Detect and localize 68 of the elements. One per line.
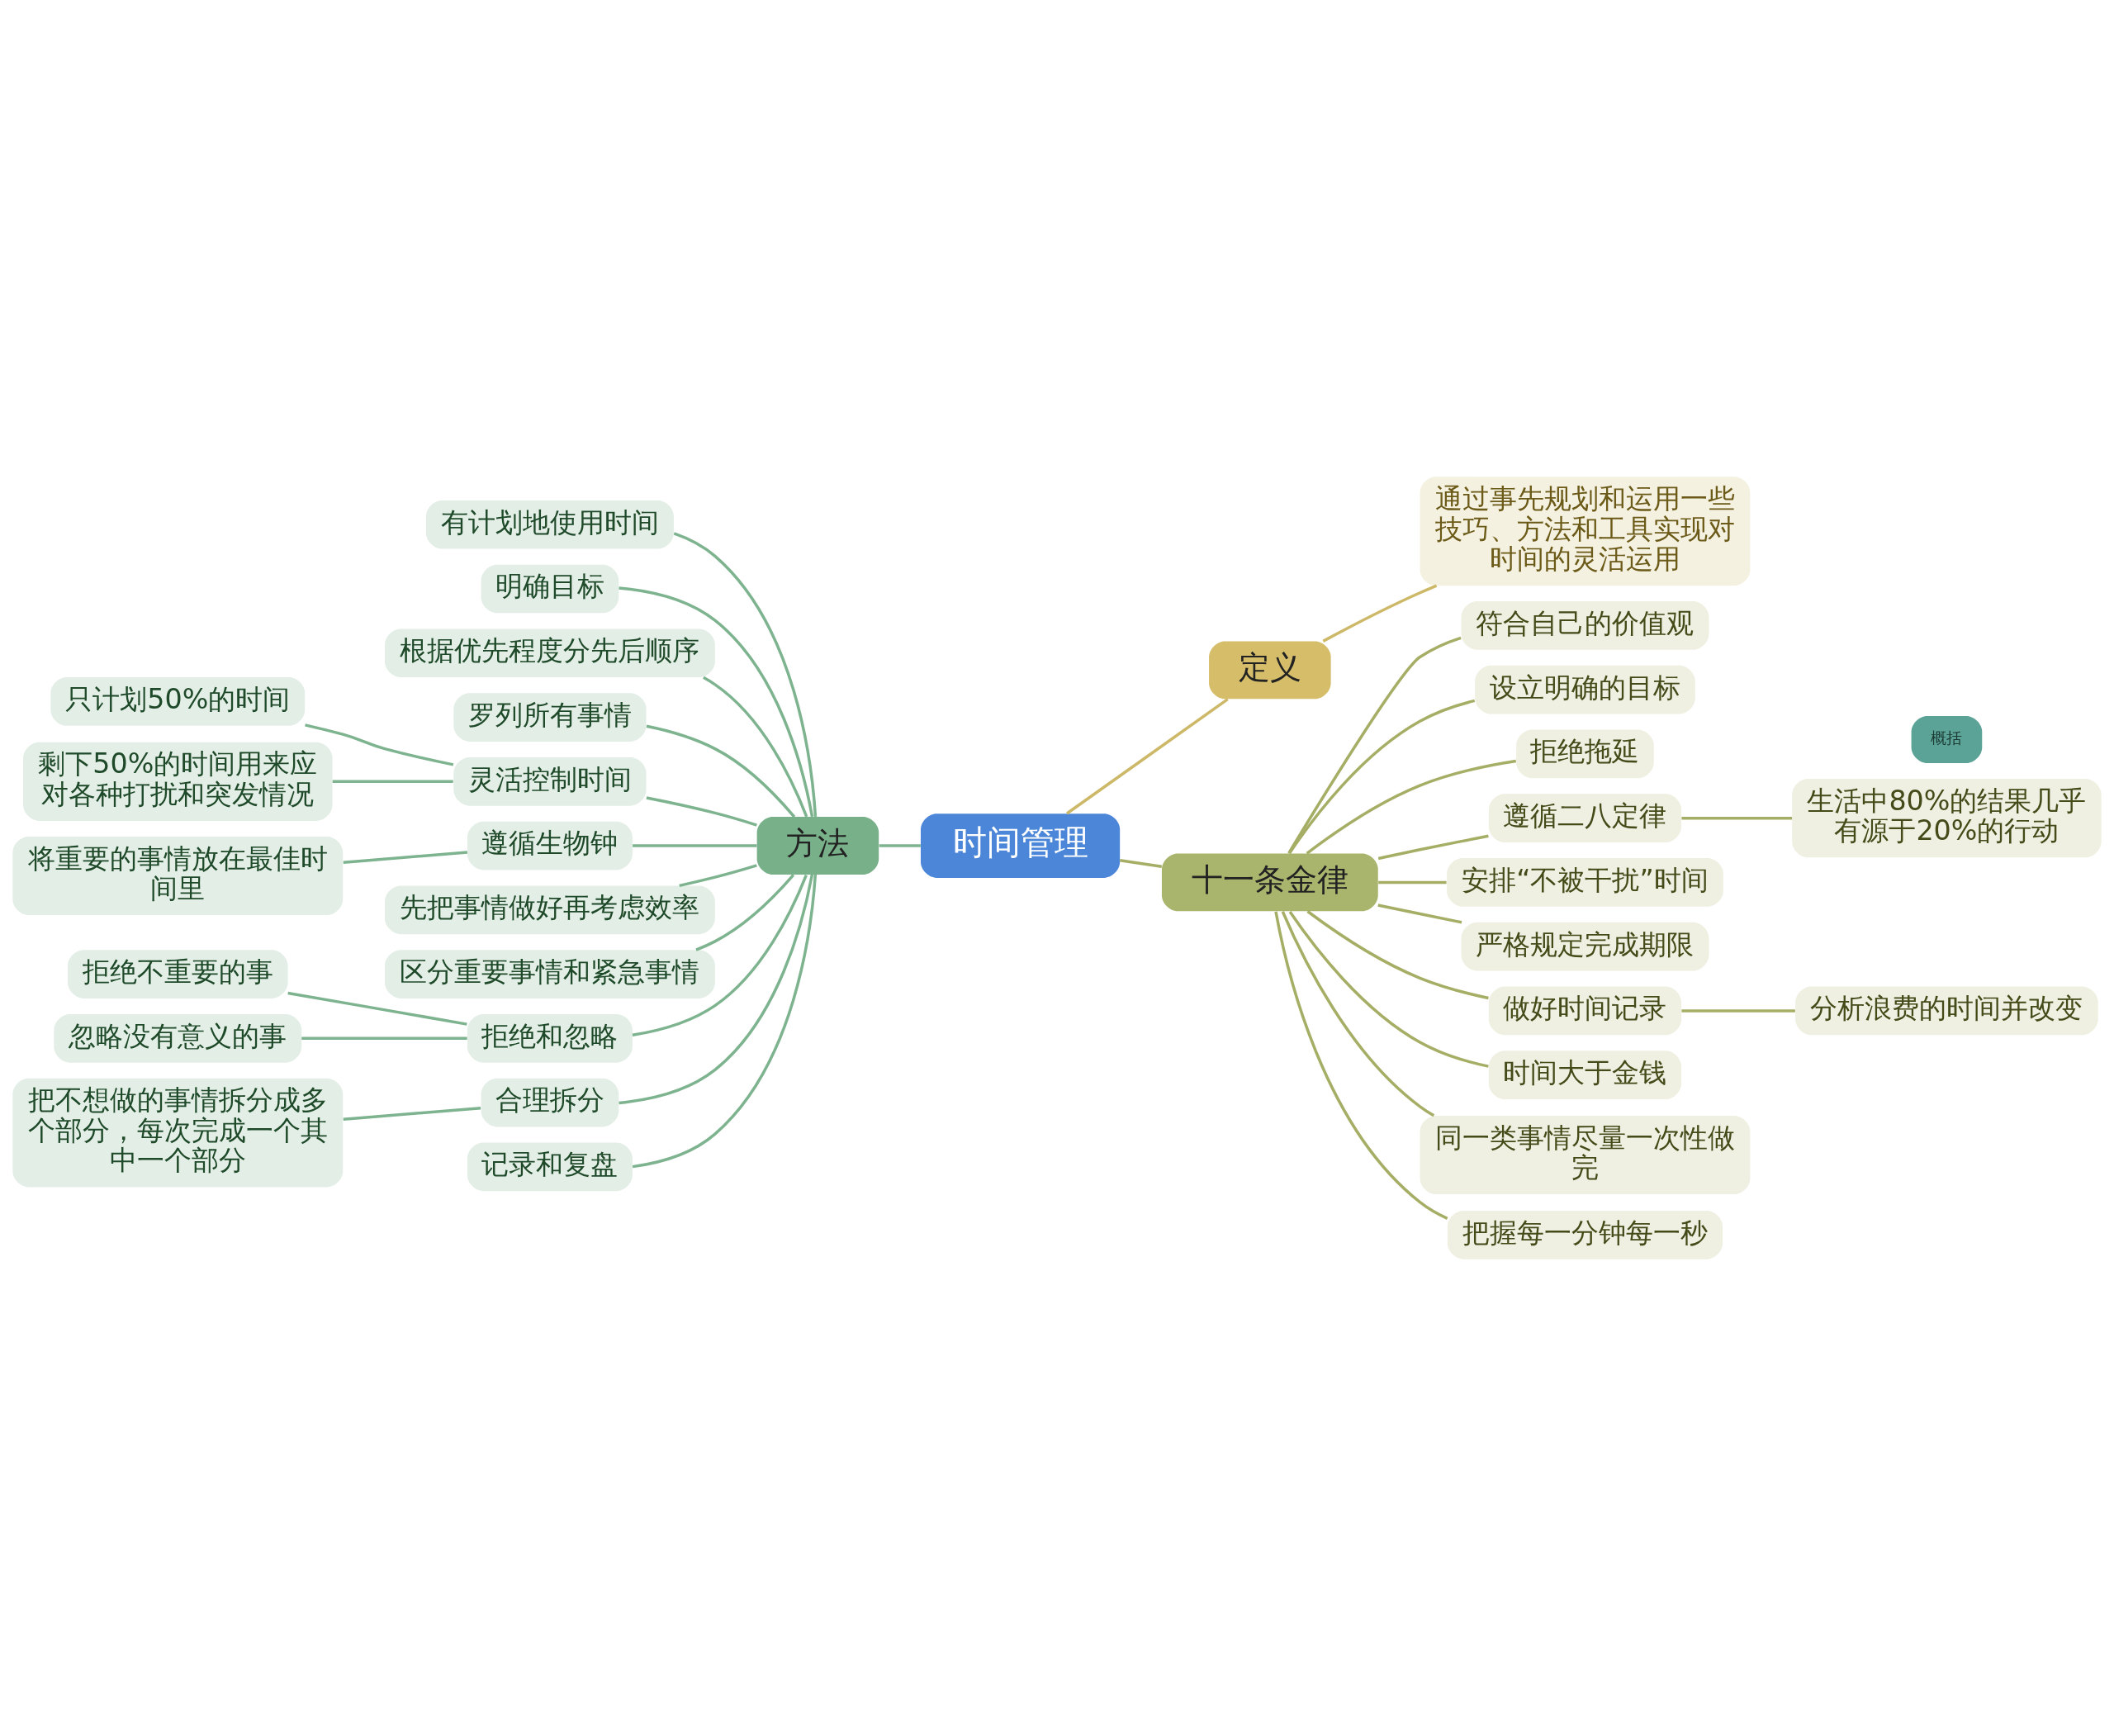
node-box: 概括 [1911,715,1983,764]
node-box: 根据优先程度分先后顺序 [385,628,715,678]
node-box: 罗列所有事情 [453,693,647,742]
node-box: 定义 [1209,641,1331,700]
connector [332,780,453,783]
connector [646,724,796,818]
node-box: 把不想做的事情拆分成多个部分，每次完成一个其中一个部分 [12,1078,344,1188]
node-box: 十一条金律 [1161,853,1378,912]
connector [619,874,814,1105]
node-box: 遵循二八定律 [1488,794,1682,843]
connector [1274,911,1448,1220]
connector [1287,636,1462,854]
node-box: 拒绝拖延 [1516,729,1654,779]
node-box: 符合自己的价值观 [1461,601,1709,650]
connector [1681,1009,1795,1013]
node-box: 时间大于金钱 [1488,1051,1682,1100]
node-box: 设立明确的目标 [1475,665,1695,714]
node-box: 把握每一分钟每一秒 [1447,1210,1723,1259]
node-box: 方法 [756,817,879,875]
connector [1377,904,1462,924]
node-box: 同一类事情尽量一次性做完 [1420,1115,1751,1195]
node-box: 明确目标 [481,564,619,614]
connector [695,874,795,951]
connector [343,851,468,865]
connector [1681,816,1793,820]
node-box: 拒绝不重要的事 [68,950,288,998]
node-box: 区分重要事情和紧急事情 [385,950,715,998]
connector [673,532,818,817]
connector [646,796,757,827]
node-box: 有计划地使用时间 [425,500,674,549]
connector [679,864,757,888]
connector [301,1036,467,1041]
connector [879,844,921,847]
node-box: 拒绝和忽略 [467,1013,633,1063]
node-box: 时间管理 [921,813,1121,878]
connector [287,991,467,1026]
node-box: 将重要的事情放在最佳时间里 [12,836,344,916]
node-box: 灵活控制时间 [453,757,647,806]
connector [1306,759,1517,855]
connector [1306,910,1489,1000]
connector [1119,859,1163,868]
node-box: 严格规定完成期限 [1461,922,1709,971]
node-box: 只计划50%的时间 [50,677,306,726]
connector [305,723,454,766]
connector [632,874,808,1036]
node-box: 安排“不被干扰”时间 [1447,858,1723,907]
node-box: 记录和复盘 [467,1142,633,1192]
node-box: 做好时间记录 [1488,986,1682,1036]
connector [703,676,808,818]
node-box: 生活中80%的结果几乎有源于20%的行动 [1792,779,2102,858]
node-box: 合理拆分 [481,1078,619,1127]
node-box: 忽略没有意义的事 [54,1013,302,1063]
connector [1322,584,1438,643]
connector [1281,911,1435,1117]
connector [1378,880,1447,885]
connector [1377,834,1489,861]
connector [1288,911,1489,1068]
node-box: 通过事先规划和运用一些技巧、方法和工具实现对时间的灵活运用 [1420,477,1751,586]
connector [1066,698,1229,815]
connector [633,844,757,847]
connector [1288,699,1476,855]
node-box: 先把事情做好再考虑效率 [385,885,715,935]
connector [632,874,818,1169]
node-box: 剩下50%的时间用来应对各种打扰和突发情况 [23,742,333,821]
connector [343,1107,481,1122]
node-box: 遵循生物钟 [467,821,633,870]
connector [619,586,814,818]
node-box: 分析浪费的时间并改变 [1795,986,2098,1036]
